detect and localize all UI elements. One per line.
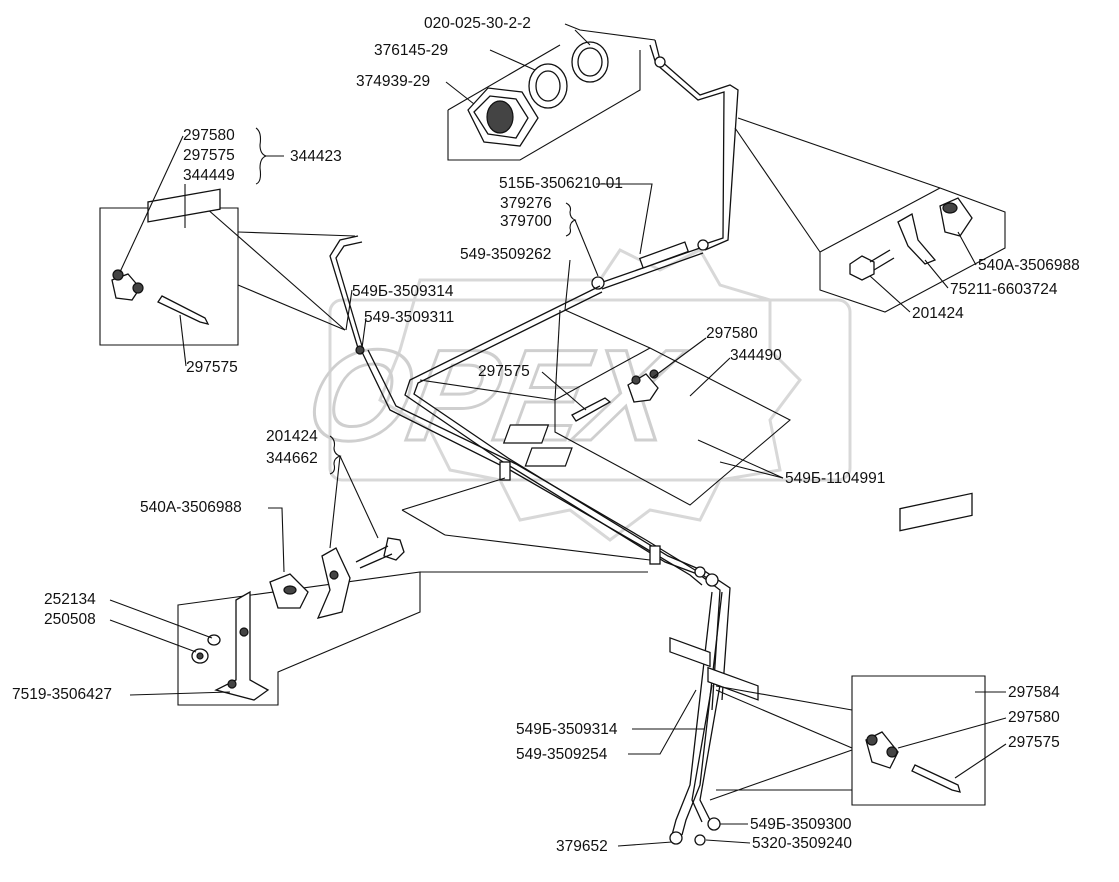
- clip-297580-a: [111, 269, 144, 301]
- middle-inset: [554, 347, 791, 506]
- pipe-549b-314-top: [329, 235, 365, 355]
- label-540a-b: 540А-3506988: [140, 499, 242, 516]
- nut-washers: [191, 634, 221, 664]
- label-549b-314-b: 549Б-3509314: [516, 721, 618, 738]
- label-297575-c: 297575: [478, 363, 530, 380]
- pad-297584: [899, 492, 973, 532]
- label-374939: 374939-29: [356, 73, 430, 90]
- main-pipe: [361, 285, 731, 711]
- label-549-311: 549-3509311: [364, 309, 454, 326]
- pipe-549-254: [669, 591, 723, 846]
- label-75211: 75211-6603724: [950, 281, 1058, 298]
- nut-374939: [467, 87, 539, 147]
- label-344490: 344490: [730, 347, 782, 364]
- label-379652: 379652: [556, 838, 608, 855]
- label-297575-b: 297575: [186, 359, 238, 376]
- label-549b-300: 549Б-3509300: [750, 816, 852, 833]
- pin-297575-a: [157, 295, 210, 325]
- label-515b: 515Б-3506210-01: [499, 175, 623, 192]
- label-379276: 379276: [500, 195, 552, 212]
- label-549-262: 549-3509262: [460, 246, 551, 263]
- label-379700: 379700: [500, 213, 552, 230]
- label-7519: 7519-3506427: [12, 686, 112, 703]
- pad-344490-b: [707, 666, 759, 701]
- bracket-75211: [897, 213, 937, 265]
- label-250508: 250508: [44, 611, 96, 628]
- label-540a-a: 540А-3506988: [978, 257, 1080, 274]
- label-252134: 252134: [44, 591, 96, 608]
- pin-297575-d: [911, 764, 961, 793]
- bracket-344662: [316, 547, 351, 619]
- pad-1104991-b: [524, 447, 573, 467]
- label-344423: 344423: [290, 148, 342, 165]
- label-549b-314-a: 549Б-3509314: [352, 283, 454, 300]
- label-344662: 344662: [266, 450, 318, 467]
- pad-344490-a: [669, 636, 711, 668]
- label-376145: 376145-29: [374, 42, 448, 59]
- labels: 020-025-30-2-2 376145-29 374939-29 29758…: [12, 15, 1080, 855]
- label-297580-c: 297580: [1008, 709, 1060, 726]
- label-201424-a: 201424: [912, 305, 964, 322]
- label-020-025: 020-025-30-2-2: [424, 15, 531, 32]
- bolt-201424-top: [849, 249, 895, 281]
- ring-020-025: [571, 41, 609, 83]
- label-5320: 5320-3509240: [752, 835, 852, 852]
- label-344449: 344449: [183, 167, 235, 184]
- clamp-540a-bottom: [269, 573, 309, 609]
- label-549-254: 549-3509254: [516, 746, 608, 763]
- top-pipe: [591, 39, 739, 290]
- bolt-201424-bottom: [355, 537, 405, 569]
- label-201424-b: 201424: [266, 428, 318, 445]
- clip-297580-b: [627, 369, 659, 403]
- top-inset-outline: [447, 50, 641, 161]
- clamp-540a-top: [939, 197, 973, 237]
- label-549b-1104991: 549Б-1104991: [785, 470, 885, 487]
- clip-297580-c: [865, 731, 899, 769]
- bracket-7519: [214, 590, 270, 701]
- label-297580-a: 297580: [183, 127, 235, 144]
- pad-1104991-a: [502, 424, 550, 444]
- watermark-frame: [328, 298, 852, 482]
- ring-376145: [528, 63, 568, 109]
- label-297580-b: 297580: [706, 325, 758, 342]
- label-297584: 297584: [1008, 684, 1060, 701]
- pin-297575-b: [571, 397, 612, 422]
- lower-right-inset: [851, 675, 986, 806]
- label-297575-a: 297575: [183, 147, 235, 164]
- pad-344449: [147, 188, 221, 223]
- label-297575-d: 297575: [1008, 734, 1060, 751]
